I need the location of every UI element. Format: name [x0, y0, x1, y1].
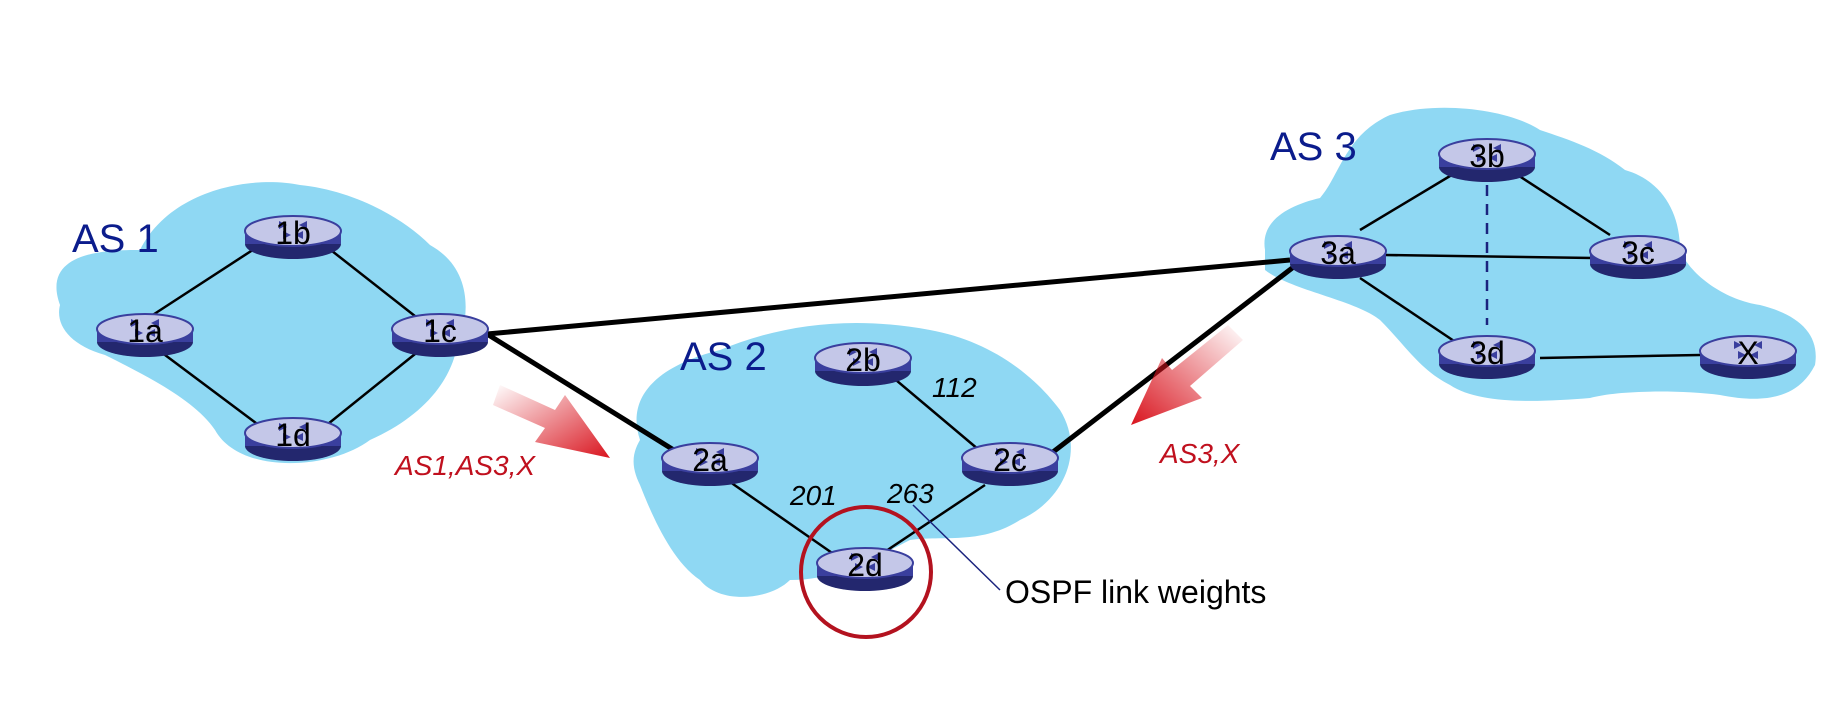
- router-2b[interactable]: 2b: [814, 342, 912, 387]
- link-2a-2d: [719, 473, 836, 557]
- link-1c-3a: [486, 257, 1291, 337]
- ospf-link-weights-callout: OSPF link weights: [1005, 574, 1266, 610]
- router-2b-label: 2b: [845, 342, 881, 378]
- router-3c-label: 3c: [1621, 235, 1655, 271]
- router-2d[interactable]: 2d: [816, 547, 914, 592]
- link-3b-3c: [1509, 168, 1611, 237]
- router-2c[interactable]: 2c: [961, 442, 1059, 487]
- weight-2b-2c: 112: [932, 372, 977, 403]
- as2-cloud: [633, 322, 1071, 597]
- router-1a[interactable]: 1a: [96, 313, 194, 358]
- router-3a-label: 3a: [1320, 235, 1356, 271]
- link-3a-3c: [1384, 253, 1594, 260]
- link-2b-2c: [889, 374, 986, 456]
- router-1d-label: 1d: [275, 417, 311, 453]
- router-2d-highlight-circle: [799, 505, 933, 639]
- as1-cloud: [56, 182, 466, 464]
- router-3b-label: 3b: [1469, 138, 1505, 174]
- router-x-label: X: [1737, 335, 1758, 371]
- router-2d-label: 2d: [847, 547, 883, 583]
- link-2c-2d: [879, 483, 986, 557]
- arrow-as1-to-as2: [493, 385, 610, 458]
- router-2c-label: 2c: [993, 442, 1027, 478]
- link-1c-2a: [485, 331, 695, 465]
- link-3a-3d: [1359, 276, 1461, 347]
- router-1c[interactable]: 1c: [391, 313, 489, 358]
- weight-2a-2d: 201: [789, 480, 837, 511]
- as1-label: AS 1: [72, 217, 159, 261]
- link-2c-3a: [1038, 260, 1302, 464]
- link-1b-1c: [317, 239, 421, 321]
- link-1a-1b: [144, 238, 269, 322]
- link-1d-1c: [317, 349, 421, 433]
- router-1a-label: 1a: [127, 313, 163, 349]
- as3-label: AS 3: [1270, 125, 1357, 169]
- as3-cloud: [1264, 107, 1816, 401]
- advert-as1-as3-x: AS1,AS3,X: [393, 450, 536, 481]
- router-1c-label: 1c: [423, 313, 457, 349]
- callout-leader-line: [912, 504, 1001, 591]
- advert-as3-x: AS3,X: [1158, 438, 1241, 469]
- link-3a-3b: [1359, 168, 1461, 232]
- router-2a-label: 2a: [692, 442, 728, 478]
- router-1b[interactable]: 1b: [244, 215, 342, 260]
- router-3c[interactable]: 3c: [1589, 235, 1687, 280]
- router-3a[interactable]: 3a: [1289, 235, 1387, 280]
- as2-label: AS 2: [680, 335, 767, 379]
- router-1d[interactable]: 1d: [244, 417, 342, 462]
- weight-2c-2d: 263: [886, 478, 934, 509]
- link-3d-x: [1539, 353, 1701, 360]
- router-x[interactable]: X: [1699, 335, 1797, 380]
- router-3b[interactable]: 3b: [1438, 138, 1536, 183]
- router-3d-label: 3d: [1469, 335, 1505, 371]
- router-3d[interactable]: 3d: [1438, 335, 1536, 380]
- router-2a[interactable]: 2a: [661, 442, 759, 487]
- arrow-as3-to-as2: [1131, 325, 1243, 425]
- router-1b-label: 1b: [275, 215, 311, 251]
